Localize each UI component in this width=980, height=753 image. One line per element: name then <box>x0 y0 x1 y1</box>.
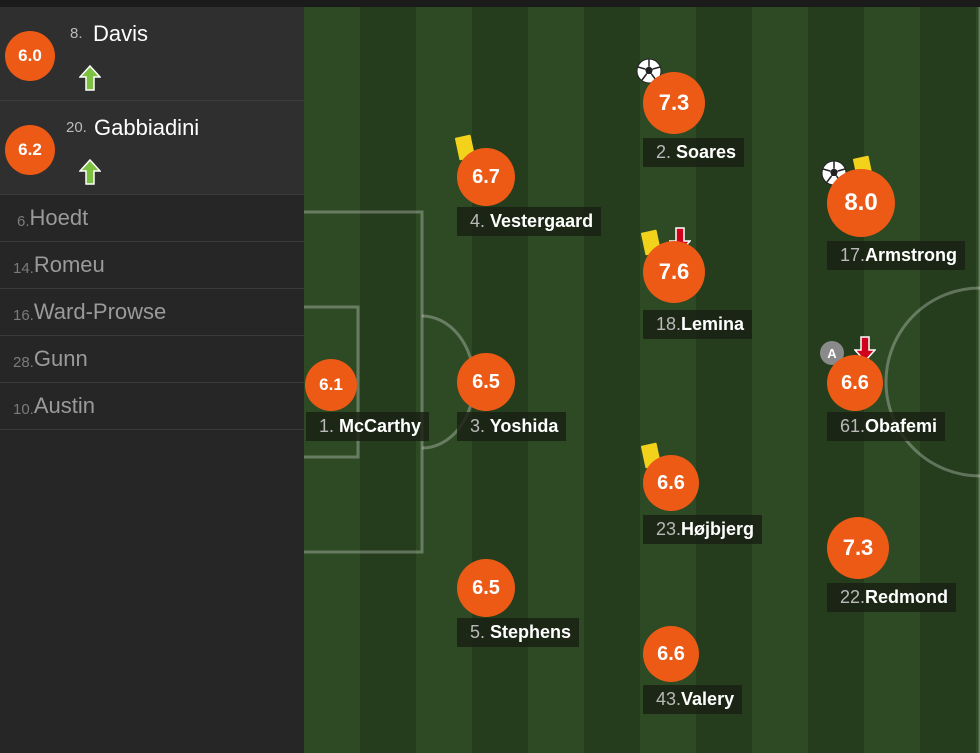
player-name: Redmond <box>865 587 949 607</box>
player-number: 4. <box>470 211 486 231</box>
substitute-row[interactable]: 6.0 8. Davis <box>0 7 304 101</box>
player-number: 22. <box>840 587 866 607</box>
player-name: Valery <box>681 689 735 709</box>
player-name: Ward-Prowse <box>33 299 167 324</box>
rating-badge: 6.7 <box>457 148 515 206</box>
player-number: 20. <box>66 119 87 136</box>
rating-badge: 6.6 <box>827 355 883 411</box>
player-label: 17.Armstrong <box>827 241 966 270</box>
player-name: Højbjerg <box>681 519 755 539</box>
player-number: 16. <box>13 306 34 324</box>
bench-player-row[interactable]: 10. Austin <box>0 383 304 430</box>
player-name: McCarthy <box>339 416 422 436</box>
sub-on-arrow-icon <box>79 65 101 91</box>
bench-player-row[interactable]: 28. Gunn <box>0 336 304 383</box>
player-name: Obafemi <box>865 416 938 436</box>
player-name: Gunn <box>33 346 88 371</box>
player-number: 8. <box>70 25 83 42</box>
player-name: Stephens <box>490 622 572 642</box>
player-number: 3. <box>470 416 486 436</box>
player-name: Lemina <box>681 314 745 334</box>
substitute-row[interactable]: 6.2 20. Gabbiadini <box>0 101 304 195</box>
bench-player-row[interactable]: 6. Hoedt <box>0 195 304 242</box>
player-name: Hoedt <box>29 205 89 230</box>
player-number: 43. <box>656 689 682 709</box>
player-name: Austin <box>33 393 96 418</box>
player-number: 6. <box>17 212 30 230</box>
rating-badge: 7.3 <box>827 517 889 579</box>
player-label: 3. Yoshida <box>457 412 567 441</box>
rating-badge: 8.0 <box>827 169 895 237</box>
player-name: Davis <box>93 21 149 46</box>
rating-badge: 6.2 <box>5 125 55 175</box>
player-number: 1. <box>319 416 335 436</box>
player-number: 10. <box>13 400 34 418</box>
player-name: Soares <box>676 142 737 162</box>
player-number: 17. <box>840 245 866 265</box>
player-name: Gabbiadini <box>94 115 200 140</box>
player-label: 5. Stephens <box>457 618 580 647</box>
top-bar <box>0 0 980 7</box>
rating-badge: 7.3 <box>643 72 705 134</box>
rating-badge: 6.1 <box>305 359 357 411</box>
rating-badge: 6.5 <box>457 353 515 411</box>
player-label: 43.Valery <box>643 685 743 714</box>
player-label: 23.Højbjerg <box>643 515 763 544</box>
bench-player-row[interactable]: 16. Ward-Prowse <box>0 289 304 336</box>
player-number: 5. <box>470 622 486 642</box>
substitutes-panel: 6.0 8. Davis 6.2 20. Gabbiadini 6. Hoedt… <box>0 7 304 753</box>
player-label: 1. McCarthy <box>306 412 430 441</box>
player-label: 18.Lemina <box>643 310 753 339</box>
rating-badge: 6.5 <box>457 559 515 617</box>
player-name: Armstrong <box>865 245 958 265</box>
player-number: 2. <box>656 142 672 162</box>
player-label: 61.Obafemi <box>827 412 946 441</box>
rating-badge: 7.6 <box>643 241 705 303</box>
player-label: 4. Vestergaard <box>457 207 602 236</box>
player-label: 22.Redmond <box>827 583 957 612</box>
player-number: 18. <box>656 314 682 334</box>
rating-badge: 6.0 <box>5 31 55 81</box>
bench-player-row[interactable]: 14. Romeu <box>0 242 304 289</box>
player-number: 23. <box>656 519 682 539</box>
player-name: Yoshida <box>489 416 559 436</box>
player-name: Vestergaard <box>490 211 594 231</box>
pitch: 6.1 1. McCarthy 6.7 4. Vestergaard 6.5 3… <box>304 7 980 753</box>
player-number: 28. <box>13 353 34 371</box>
player-number: 61. <box>840 416 866 436</box>
player-name: Romeu <box>33 252 105 277</box>
player-number: 14. <box>13 259 34 277</box>
rating-badge: 6.6 <box>643 455 699 511</box>
sub-on-arrow-icon <box>79 159 101 185</box>
rating-badge: 6.6 <box>643 626 699 682</box>
player-label: 2. Soares <box>643 138 745 167</box>
